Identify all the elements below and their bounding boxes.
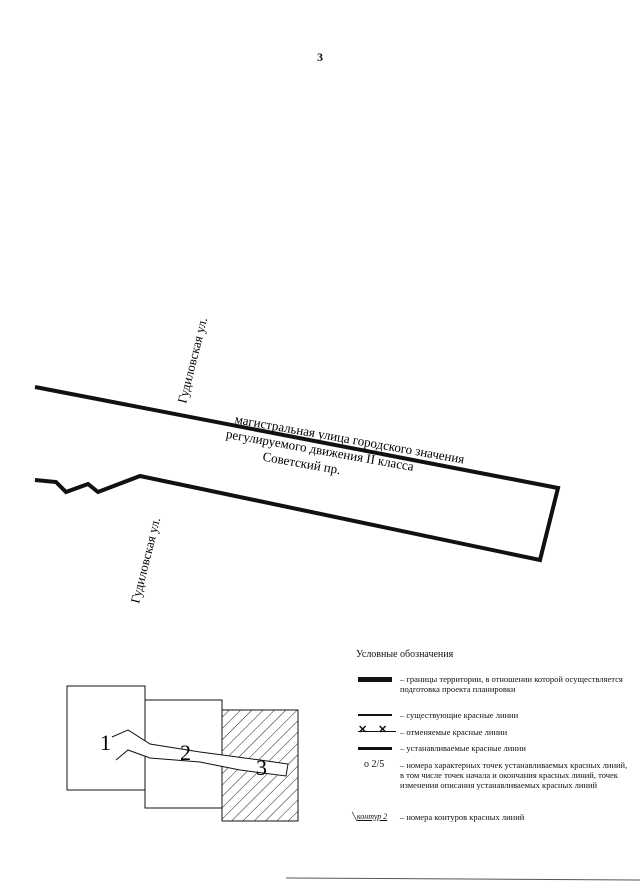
legend-item-established-lines: – устанавливаемые красные линии [358, 743, 628, 755]
legend-cross-symbol: ✕ ✕ [358, 724, 392, 736]
legend-medium-line-symbol [358, 747, 392, 750]
contour-label-2: 2 [180, 740, 191, 765]
legend-item-points: o 2/5 – номера характерных точек устанав… [364, 759, 628, 791]
legend-thin-line-symbol [358, 714, 392, 716]
legend-title: Условные обозначения [356, 649, 454, 660]
inset-scheme: 1 2 3 [66, 685, 299, 822]
contour-label-1: 1 [100, 730, 111, 755]
legend-item-boundary: – границы территории, в отношении которо… [358, 674, 628, 694]
street-label-gudilovskaya-top: Гудиловская ул. [174, 316, 210, 405]
legend-contour-symbol: ╲контур 2 [352, 812, 388, 821]
legend-thick-line-symbol [358, 677, 392, 682]
page-number: 3 [317, 50, 323, 64]
legend-item-existing-lines: – существующие красные линии [358, 710, 628, 722]
territory-boundary [34, 385, 561, 563]
legend-item-cancelled-lines: ✕ ✕ – отменяемые красные линии [358, 724, 508, 737]
street-label-gudilovskaya-bottom: Гудиловская ул. [127, 516, 163, 605]
legend-point-symbol: o 2/5 [364, 759, 385, 770]
legend-item-contours: ╲контур 2 – номера контуров красных лини… [352, 812, 525, 822]
contour-label-3: 3 [256, 755, 267, 780]
